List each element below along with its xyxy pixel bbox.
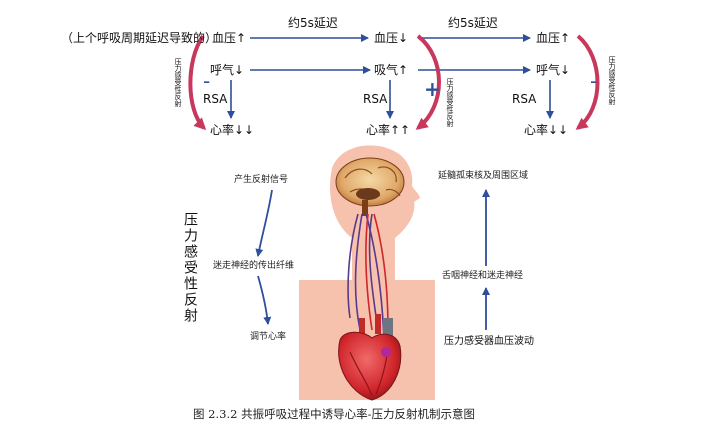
hr-2: 心率↑↑ [366, 122, 410, 137]
label-glosso-vagal: 舌咽神经和迷走神经 [442, 269, 523, 281]
bp-1: 血压↑ [212, 31, 246, 45]
label-medulla: 延髓孤束核及周围区域 [438, 169, 528, 181]
sign-minus-1: - [203, 69, 210, 93]
bottom-vertical-title: 压力感受性反射 [182, 212, 198, 324]
human-figure-illustration [299, 145, 435, 401]
sign-minus-2: - [590, 69, 597, 93]
heart-icon [338, 314, 402, 401]
hr-1: 心率↓↓ [210, 122, 254, 137]
rsa-1: RSA [203, 92, 228, 106]
hr-3: 心率↓↓ [524, 122, 568, 137]
rsa-2: RSA [363, 92, 388, 106]
resp-3: 呼气↓ [536, 62, 570, 77]
bp-2: 血压↓ [374, 31, 408, 45]
caption-left: （上个呼吸周期延迟导致的） [61, 30, 217, 45]
label-regulate-hr: 调节心率 [250, 330, 286, 342]
baroreflex-curve-1 [188, 34, 207, 131]
brain-icon [335, 157, 405, 216]
baroreflex-curve-2 [415, 34, 441, 130]
figure-caption: 图 2.3.2 共振呼吸过程中诱导心率-压力反射机制示意图 [193, 407, 475, 421]
label-reflex-signal: 产生反射信号 [234, 173, 288, 185]
delay-label-1: 约5s延迟 [288, 15, 338, 30]
resp-1: 呼气↓ [210, 62, 244, 77]
baroreflex-curve-3 [575, 34, 600, 130]
delay-label-2: 约5s延迟 [448, 15, 498, 30]
baroreflex-label-1: 压力感受性反射 [174, 58, 182, 108]
sign-plus: + [424, 77, 441, 101]
arrow-signal-to-efferent [255, 189, 273, 257]
arrow-efferent-to-hr [257, 275, 272, 325]
label-baro-wave: 压力感受器血压波动 [444, 334, 534, 347]
baroreflex-label-2: 压力感受性反射 [446, 78, 454, 128]
rsa-3: RSA [512, 92, 537, 106]
resp-2: 吸气↑ [374, 62, 408, 77]
bp-3: 血压↑ [536, 31, 570, 45]
baroreflex-label-3: 压力感受性反射 [608, 56, 616, 106]
label-vagal-efferent: 迷走神经的传出纤维 [213, 259, 294, 271]
